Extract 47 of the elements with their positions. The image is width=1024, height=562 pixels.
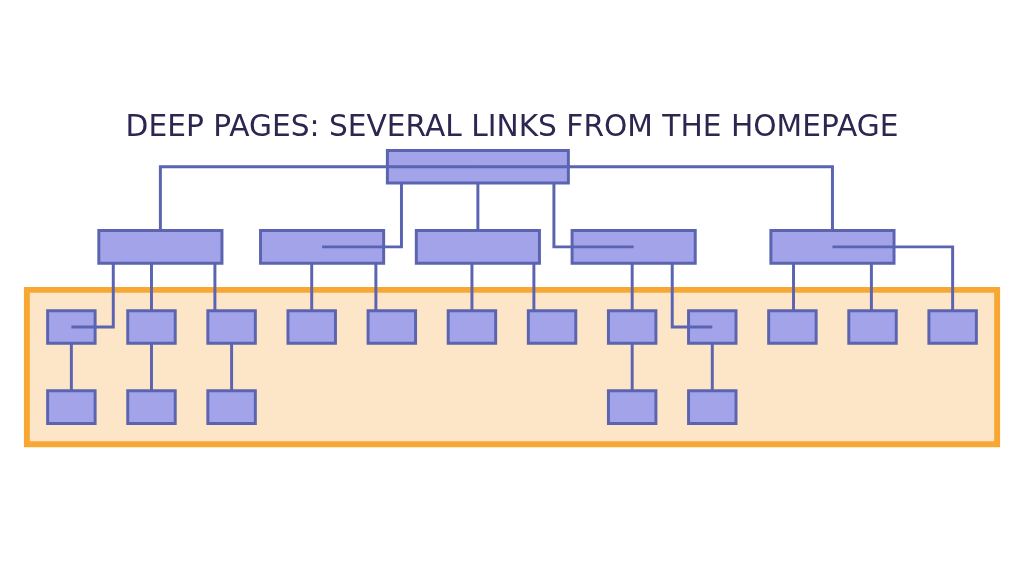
node-box xyxy=(366,309,418,345)
node-box xyxy=(286,309,337,345)
node-box xyxy=(126,389,177,425)
connector xyxy=(150,263,153,311)
connector xyxy=(532,263,536,311)
connector xyxy=(374,263,378,311)
connector xyxy=(213,263,217,311)
connector xyxy=(552,183,634,249)
node-box xyxy=(385,148,570,185)
connector xyxy=(869,263,873,311)
node-box xyxy=(687,389,738,425)
connector xyxy=(71,263,115,329)
node-box xyxy=(606,309,658,345)
connector xyxy=(630,263,634,311)
connector xyxy=(158,165,478,231)
node-box xyxy=(570,229,697,265)
connector xyxy=(310,263,314,311)
node-box xyxy=(446,309,498,345)
node-box xyxy=(847,309,898,345)
node-box xyxy=(206,309,257,345)
cluster xyxy=(23,286,1001,448)
connector xyxy=(230,343,234,391)
connector xyxy=(322,183,403,249)
node-box xyxy=(414,229,541,265)
node-box xyxy=(206,389,257,425)
connector xyxy=(792,263,795,311)
connector xyxy=(470,263,474,311)
node-box xyxy=(767,309,818,345)
connector xyxy=(477,165,834,231)
diagram-title: DEEP PAGES: SEVERAL LINKS FROM THE HOMEPAGE xyxy=(125,107,899,143)
node-box xyxy=(526,309,578,345)
connector xyxy=(69,343,73,391)
connector xyxy=(670,263,713,329)
connector xyxy=(476,183,480,231)
node-box xyxy=(927,309,978,345)
node-box xyxy=(46,389,97,425)
node-box xyxy=(606,389,658,425)
node-box xyxy=(259,229,386,265)
connector xyxy=(150,343,153,391)
connector xyxy=(832,245,955,311)
connector xyxy=(630,343,634,391)
node-box xyxy=(769,229,896,265)
node-box xyxy=(97,229,224,265)
node-box xyxy=(687,309,738,345)
connector xyxy=(710,343,714,391)
node-box xyxy=(126,309,177,345)
node-box xyxy=(46,309,97,345)
